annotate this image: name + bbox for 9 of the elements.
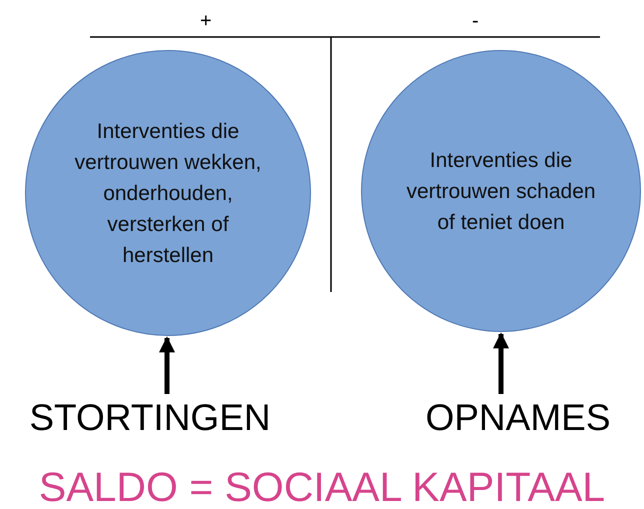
column-sign: - bbox=[472, 10, 479, 32]
column-sign: + bbox=[200, 10, 212, 32]
heading-text: OPNAMES bbox=[400, 398, 636, 440]
arrow bbox=[159, 336, 175, 394]
arrow bbox=[493, 332, 509, 394]
node-text: Interventies die vertrouwen wekken, onderhouden, versterken of herstellen bbox=[74, 118, 262, 268]
heading-text: STORTINGEN bbox=[10, 398, 290, 440]
node-text: Interventies die vertrouwen schaden of teniet doen bbox=[406, 148, 596, 236]
caption: SALDO = SOCIAAL KAPITAAL bbox=[38, 464, 606, 509]
